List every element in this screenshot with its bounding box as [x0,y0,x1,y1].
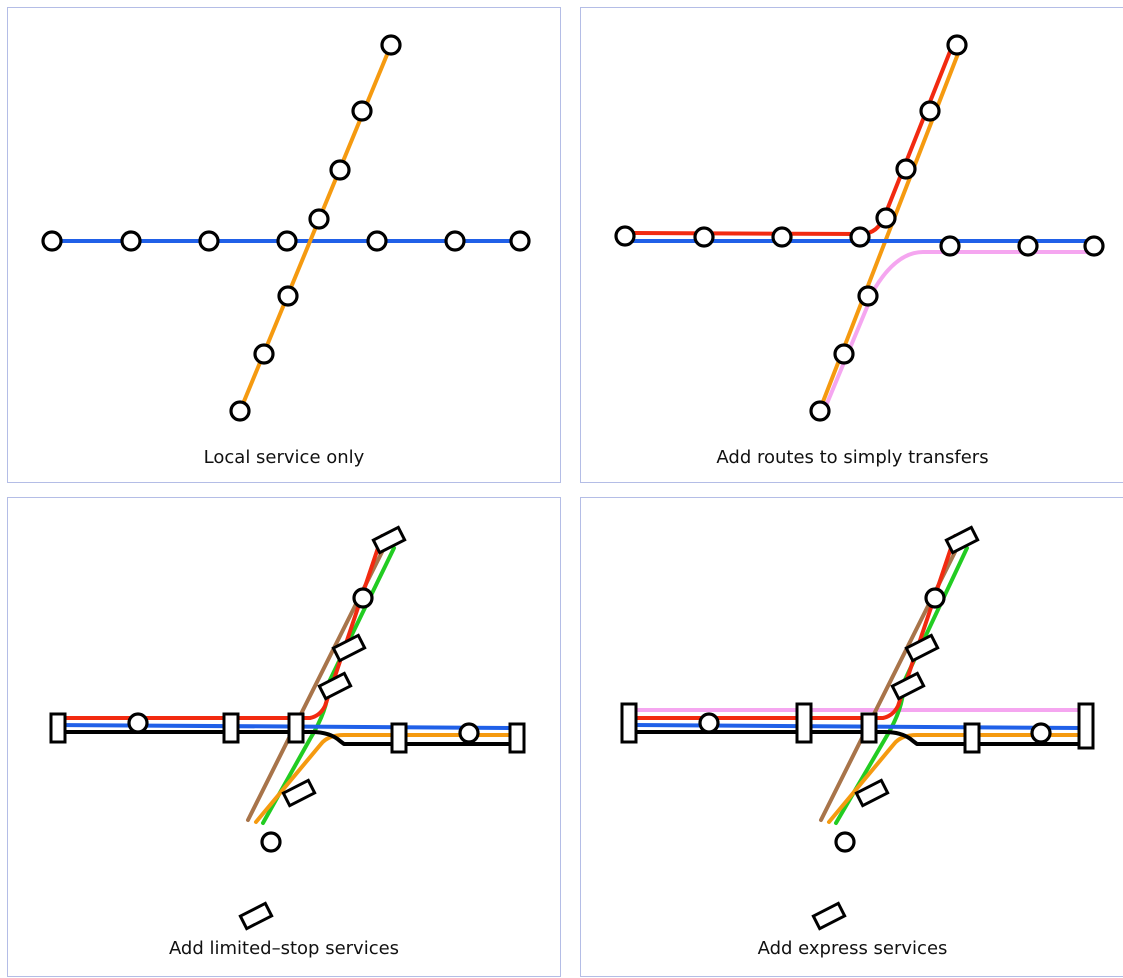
limited-stop-station [317,671,353,701]
orange-line [254,733,518,824]
station [875,207,897,229]
station [198,230,220,252]
station [698,712,720,734]
diagram-express [620,525,1095,931]
limited-stop-station [287,712,305,744]
limited-stop-station [390,722,408,754]
limited-stop-station [860,712,878,744]
station [329,159,351,181]
limited-stop-station [904,633,940,663]
station [771,226,793,248]
caption-limited-stop: Add limited–stop services [168,938,400,959]
blue-line [627,723,1083,730]
limited-stop-station [963,722,981,754]
station [614,225,636,247]
station [895,158,917,180]
station [924,587,946,609]
station [277,285,299,307]
orange-line [827,733,1083,824]
station [308,208,330,230]
station [849,226,871,248]
station [834,831,856,853]
station [351,100,373,122]
panel-limited-stop: Add limited–stop services [7,497,561,977]
limited-stop-station [508,722,526,754]
limited-stop-station [281,778,317,808]
black-line [50,730,518,746]
station [939,235,961,257]
red-line [627,534,957,720]
diagram-local-service [41,34,531,422]
caption-express: Add express services [757,938,948,959]
station [1017,235,1039,257]
station [41,230,63,252]
express-station [1077,702,1095,750]
station [253,343,275,365]
diagram-added-routes [614,34,1105,422]
panel-local-service: Local service only [7,7,561,483]
station [127,712,149,734]
station [919,100,941,122]
diagram-limited-stop [49,525,526,931]
limited-stop-station [331,633,367,663]
limited-stop-station [222,712,240,744]
blue-line [50,723,518,730]
panel-added-routes: Add routes to simply transfers [580,7,1123,483]
pink-line [821,250,1096,415]
station [809,400,831,422]
express-station [944,525,980,555]
black-line [627,730,1083,746]
express-station [811,901,847,931]
limited-stop-station [49,712,67,744]
red-line [50,534,384,720]
station [352,587,374,609]
limited-stop-station [371,525,407,555]
limited-stop-station [890,671,926,701]
limited-stop-station [854,778,890,808]
station [1083,235,1105,257]
station [260,831,282,853]
station [120,230,142,252]
station [509,230,531,252]
station [946,34,968,56]
station [380,34,402,56]
express-station [795,702,813,744]
caption-local-service: Local service only [203,447,365,468]
station [366,230,388,252]
express-station [620,702,638,744]
station [276,230,298,252]
caption-added-routes: Add routes to simply transfers [716,447,989,468]
station [458,722,480,744]
station [693,226,715,248]
station [229,400,251,422]
red-line [623,42,955,236]
station [857,285,879,307]
station [444,230,466,252]
limited-stop-station [238,901,274,931]
station [1030,722,1052,744]
station [833,343,855,365]
panel-express: Add express services [580,497,1123,977]
